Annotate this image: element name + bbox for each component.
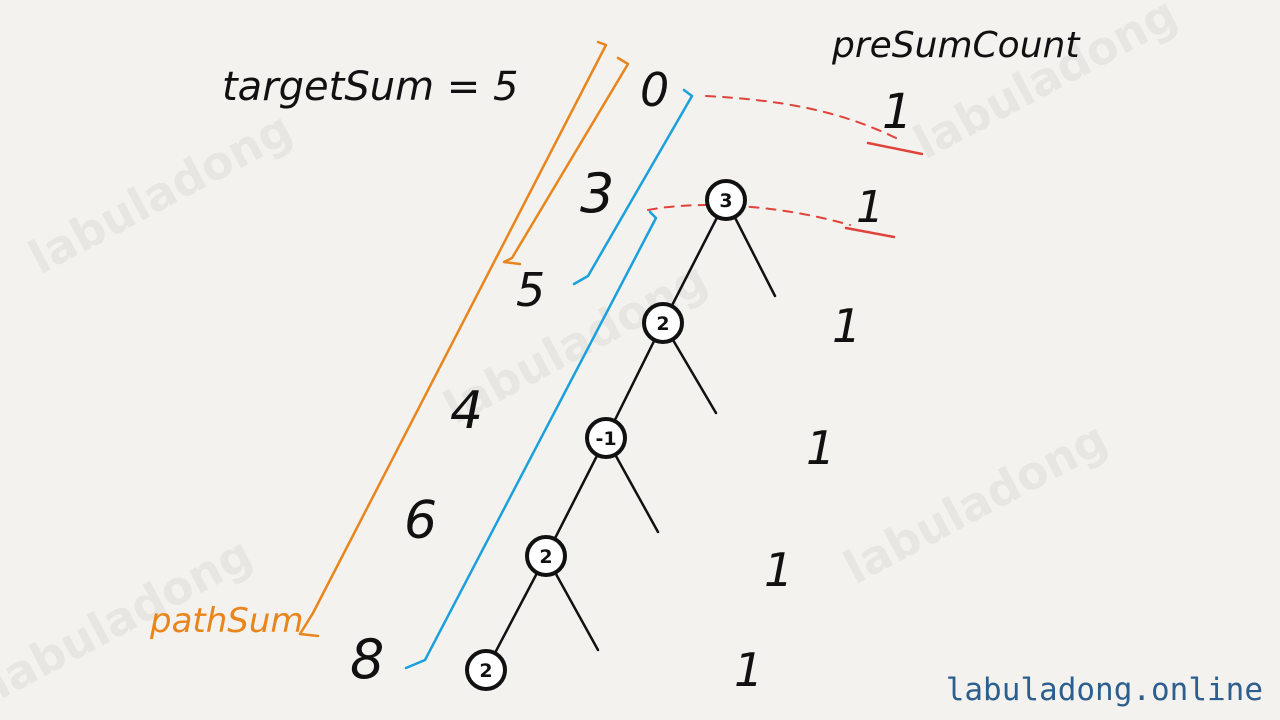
prefix-window-bracket bbox=[502, 56, 630, 266]
match-line-zero bbox=[705, 95, 901, 141]
prefix-sum-3: 4 bbox=[450, 381, 483, 441]
presum-count-list: 1 1 1 1 1 1 bbox=[734, 84, 913, 697]
match-line-three bbox=[647, 204, 851, 226]
tree-node-5: 2 bbox=[465, 649, 507, 691]
prefix-sum-list: 0 3 5 4 6 8 bbox=[350, 63, 669, 691]
tree-node-3-value: -1 bbox=[595, 428, 616, 450]
site-url: labuladong.online bbox=[946, 672, 1263, 708]
count-0: 1 bbox=[882, 84, 913, 140]
tree-node-4: 2 bbox=[525, 535, 567, 577]
target-sum-label: targetSum = 5 bbox=[222, 64, 518, 110]
edge-neg1-2 bbox=[544, 436, 608, 558]
count-5: 1 bbox=[734, 643, 763, 697]
tree-node-1-value: 3 bbox=[719, 190, 732, 212]
tree-edges bbox=[484, 198, 777, 672]
current-path-bracket bbox=[404, 210, 658, 670]
path-sum-bracket bbox=[298, 40, 608, 638]
edge-2-neg1 bbox=[604, 321, 665, 440]
tree-node-5-value: 2 bbox=[479, 660, 492, 682]
count-1: 1 bbox=[856, 182, 884, 233]
count-3: 1 bbox=[806, 421, 835, 475]
prefix-sum-1: 3 bbox=[580, 162, 614, 225]
watermark-1: labuladong bbox=[20, 101, 301, 285]
prefix-sum-2: 5 bbox=[516, 263, 545, 317]
count-4: 1 bbox=[764, 543, 793, 597]
tree-node-1: 3 bbox=[705, 179, 747, 221]
count-underline-1 bbox=[866, 141, 924, 156]
count-2: 1 bbox=[832, 299, 861, 353]
edge-2-2 bbox=[484, 554, 548, 672]
tree-node-3: -1 bbox=[585, 417, 627, 459]
count-underline-2 bbox=[844, 226, 896, 239]
watermark-4: labuladong bbox=[835, 411, 1116, 595]
tree-node-4-value: 2 bbox=[539, 546, 552, 568]
presum-count-header: preSumCount bbox=[831, 25, 1081, 66]
match-window-bracket bbox=[572, 88, 694, 286]
edge-3-2 bbox=[661, 198, 728, 325]
prefix-sum-4: 6 bbox=[404, 491, 437, 551]
tree-nodes: 3 2 -1 2 2 bbox=[465, 179, 747, 691]
prefix-sum-0: 0 bbox=[640, 63, 669, 117]
prefix-sum-5: 8 bbox=[350, 628, 384, 691]
tree-node-2-value: 2 bbox=[656, 313, 669, 335]
tree-node-2: 2 bbox=[642, 302, 684, 344]
path-sum-label: pathSum bbox=[149, 601, 304, 641]
